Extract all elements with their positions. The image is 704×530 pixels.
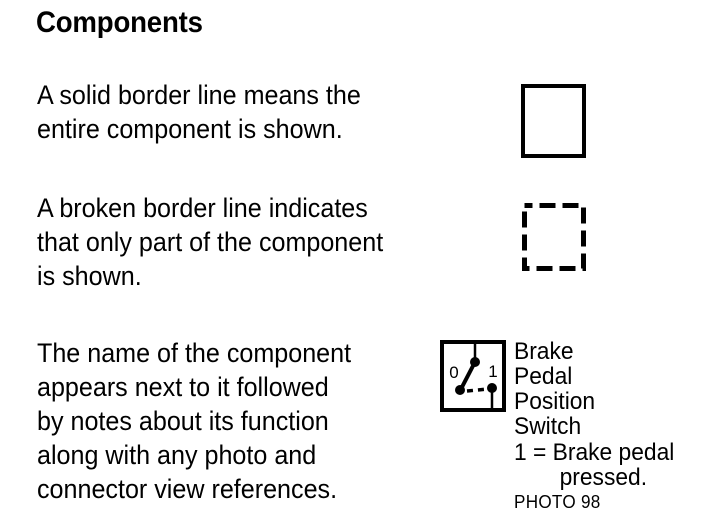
switch-terminal-label-1: 1	[488, 362, 497, 381]
component-name-label: Brake Pedal Position Switch	[514, 338, 596, 440]
paragraph-broken-border-rule: A broken border line indicates that only…	[37, 193, 384, 291]
broken-border-sample-box	[522, 203, 586, 271]
component-note-line-1: 1 = Brake pedal	[514, 439, 675, 466]
switch-contact-0-dot	[455, 385, 465, 395]
paragraph-solid-border-rule: A solid border line means the entire com…	[37, 80, 361, 144]
switch-terminal-label-0: 0	[449, 363, 458, 382]
component-note: 1 = Brake pedal pressed.	[514, 440, 691, 490]
solid-border-sample-box	[521, 84, 586, 158]
component-note-line-2: pressed.	[559, 464, 648, 491]
component-callout: Brake Pedal Position Switch 1 = Brake pe…	[514, 339, 700, 512]
dashed-rectangle-icon	[522, 203, 586, 271]
photo-reference-label: PHOTO 98	[514, 492, 601, 512]
paragraph-naming-rule: The name of the component appears next t…	[37, 338, 352, 504]
switch-lever-arm	[459, 361, 477, 390]
switch-dashed-throw-path	[466, 387, 489, 393]
brake-pedal-position-switch-symbol: 0 1	[440, 340, 506, 412]
page-title: Components	[36, 6, 203, 39]
switch-border-rect	[440, 340, 506, 412]
